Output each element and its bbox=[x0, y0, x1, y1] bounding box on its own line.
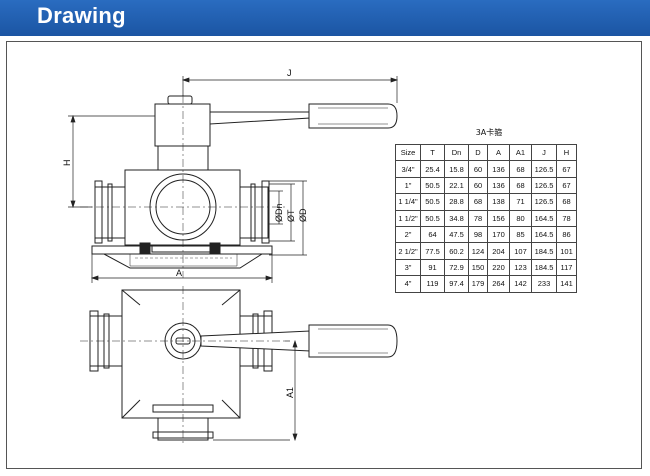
column-header-a: A bbox=[487, 143, 510, 162]
table-cell: 60 bbox=[468, 160, 488, 178]
table-cell: 107 bbox=[509, 242, 532, 260]
table-cell: 60 bbox=[468, 176, 488, 195]
table-cell: 2" bbox=[395, 225, 421, 244]
column-header-d: D bbox=[468, 143, 488, 162]
dim-label-dn: ØDn bbox=[274, 203, 284, 222]
table-cell: 50.5 bbox=[420, 209, 445, 227]
front-view bbox=[80, 95, 398, 278]
table-cell: 184.5 bbox=[531, 258, 557, 277]
header-bar: Drawing bbox=[0, 0, 650, 36]
table-cell: 2 1/2" bbox=[395, 242, 421, 260]
table-cell: 124 bbox=[468, 242, 488, 260]
column-header-j: J bbox=[531, 143, 557, 162]
table-cell: 78 bbox=[556, 209, 577, 227]
table-cell: 126.5 bbox=[531, 176, 557, 195]
a1-dimension bbox=[213, 339, 298, 442]
table-cell: 179 bbox=[468, 275, 488, 293]
table-cell: 1 1/2" bbox=[395, 209, 421, 227]
table-cell: 1" bbox=[395, 176, 421, 195]
table-cell: 28.8 bbox=[444, 193, 469, 211]
table-cell: 34.8 bbox=[444, 209, 469, 227]
front-dimensions bbox=[68, 76, 399, 283]
table-cell: 78 bbox=[468, 209, 488, 227]
table-cell: 136 bbox=[487, 160, 510, 178]
table-cell: 141 bbox=[556, 275, 577, 293]
table-cell: 264 bbox=[487, 275, 510, 293]
table-cell: 67 bbox=[556, 160, 577, 178]
column-header-h: H bbox=[556, 143, 577, 162]
table-cell: 15.8 bbox=[444, 160, 469, 178]
table-cell: 101 bbox=[556, 242, 577, 260]
dim-label-a1: A1 bbox=[285, 387, 295, 398]
table-cell: 25.4 bbox=[420, 160, 445, 178]
table-cell: 60.2 bbox=[444, 242, 469, 260]
table-cell: 136 bbox=[487, 176, 510, 195]
table-cell: 47.5 bbox=[444, 225, 469, 244]
table-cell: 164.5 bbox=[531, 225, 557, 244]
table-cell: 126.5 bbox=[531, 193, 557, 211]
table-cell: 119 bbox=[420, 275, 445, 293]
table-cell: 50.5 bbox=[420, 176, 445, 195]
table-cell: 86 bbox=[556, 225, 577, 244]
dim-label-h: H bbox=[62, 160, 72, 167]
table-cell: 98 bbox=[468, 225, 488, 244]
table-cell: 91 bbox=[420, 258, 445, 277]
table-cell: 204 bbox=[487, 242, 510, 260]
table-cell: 150 bbox=[468, 258, 488, 277]
table-cell: 68 bbox=[468, 193, 488, 211]
table-cell: 71 bbox=[509, 193, 532, 211]
table-cell: 64 bbox=[420, 225, 445, 244]
table-cell: 97.4 bbox=[444, 275, 469, 293]
table-cell: 220 bbox=[487, 258, 510, 277]
table-cell: 77.5 bbox=[420, 242, 445, 260]
table-cell: 126.5 bbox=[531, 160, 557, 178]
dim-label-j: J bbox=[287, 68, 292, 78]
dim-label-a: A bbox=[176, 268, 182, 278]
table-cell: 68 bbox=[556, 193, 577, 211]
column-header-a1: A1 bbox=[509, 143, 532, 162]
table-cell: 85 bbox=[509, 225, 532, 244]
table-cell: 123 bbox=[509, 258, 532, 277]
table-cell: 72.9 bbox=[444, 258, 469, 277]
table-cell: 170 bbox=[487, 225, 510, 244]
column-header-size: Size bbox=[395, 143, 421, 162]
table-cell: 156 bbox=[487, 209, 510, 227]
column-header-t: T bbox=[420, 143, 445, 162]
table-cell: 67 bbox=[556, 176, 577, 195]
table-cell: 138 bbox=[487, 193, 510, 211]
table-cell: 164.5 bbox=[531, 209, 557, 227]
table-cell: 68 bbox=[509, 176, 532, 195]
column-header-dn: Dn bbox=[444, 143, 469, 162]
table-cell: 22.1 bbox=[444, 176, 469, 195]
dim-label-d: ØD bbox=[298, 208, 308, 222]
table-cell: 184.5 bbox=[531, 242, 557, 260]
top-view bbox=[80, 286, 398, 445]
table-cell: 1 1/4" bbox=[395, 193, 421, 211]
dim-label-t: ØT bbox=[286, 209, 296, 222]
table-cell: 233 bbox=[531, 275, 557, 293]
table-cell: 4" bbox=[395, 275, 421, 293]
table-caption: 3A卡箍 bbox=[475, 128, 503, 137]
table-cell: 50.5 bbox=[420, 193, 445, 211]
table-cell: 68 bbox=[509, 160, 532, 178]
table-cell: 142 bbox=[509, 275, 532, 293]
table-cell: 80 bbox=[509, 209, 532, 227]
table-cell: 117 bbox=[556, 258, 577, 277]
page-title: Drawing bbox=[37, 3, 126, 28]
table-cell: 3/4" bbox=[395, 160, 421, 178]
table-cell: 3" bbox=[395, 258, 421, 277]
